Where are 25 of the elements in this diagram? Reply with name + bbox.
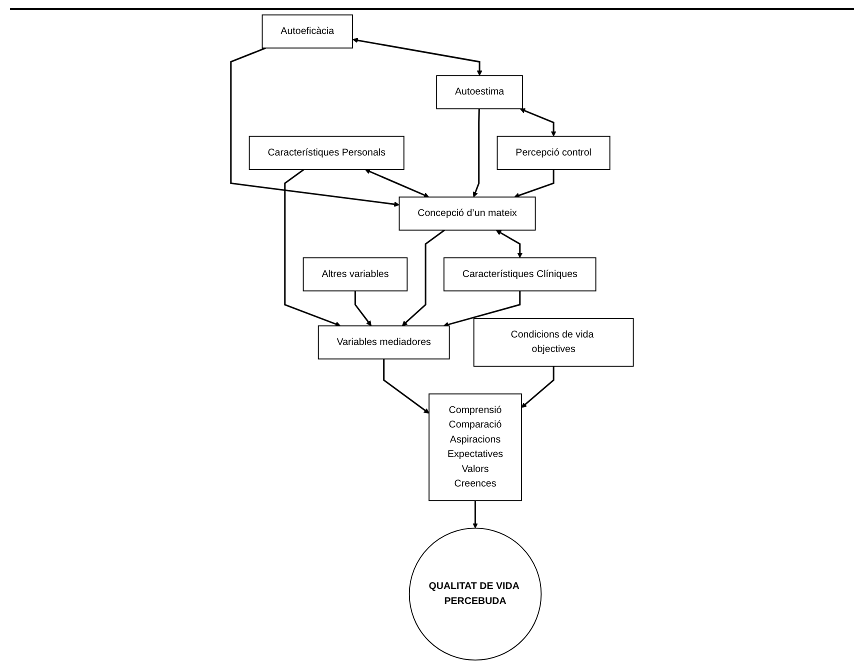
node-box: Autoeficàcia	[262, 14, 353, 48]
node-box: Característiques Personals	[248, 136, 404, 170]
node-box: Condicions de vida objectives	[473, 318, 634, 367]
arrow	[284, 168, 341, 327]
arrow	[520, 108, 556, 137]
arrow	[443, 290, 521, 328]
arrow	[472, 500, 478, 528]
node-box: Percepció control	[496, 136, 610, 170]
node-box: Altres variables	[302, 257, 408, 292]
arrow	[514, 169, 554, 198]
arrow	[364, 169, 430, 198]
arrow	[472, 108, 480, 198]
node-box: Característiques Clíniques	[443, 257, 596, 292]
arrow	[402, 230, 445, 326]
arrow	[382, 358, 430, 414]
arrow	[354, 290, 372, 326]
arrow	[521, 366, 554, 408]
node-box: Comprensió Comparació Aspiracions Expectatives Valors Creences	[428, 393, 522, 502]
arrow	[352, 38, 482, 76]
arrow	[496, 230, 522, 258]
arrow	[230, 47, 400, 207]
node-box: Autoestima	[436, 75, 523, 110]
node-box: Variables mediadores	[318, 325, 450, 360]
node-circle: QUALITAT DE VIDA PERCEBUDA	[408, 528, 542, 661]
node-box: Concepció d’un mateix	[398, 196, 536, 231]
